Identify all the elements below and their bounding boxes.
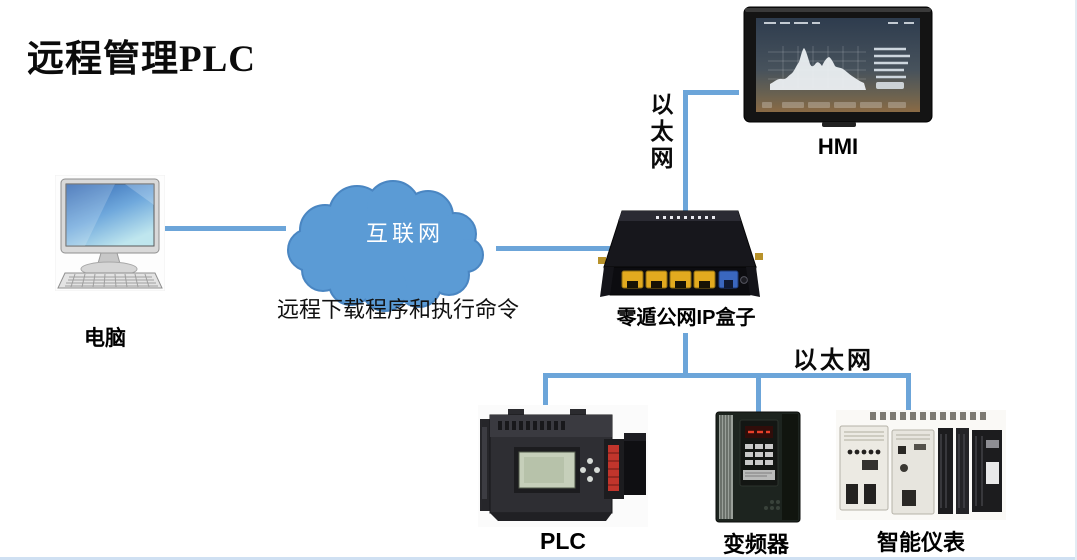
link-bus-plc bbox=[543, 373, 548, 413]
cloud-icon bbox=[287, 180, 484, 312]
link-gateway-hmi-horizontal bbox=[683, 90, 739, 95]
plc-device-icon bbox=[478, 405, 648, 527]
plc-label: PLC bbox=[540, 528, 586, 554]
inverter-label: 变频器 bbox=[722, 532, 789, 557]
computer-icon bbox=[55, 175, 165, 291]
internet-cloud: 互联网 bbox=[283, 176, 498, 314]
computer-label: 电脑 bbox=[84, 327, 126, 350]
link-gateway-hmi-vertical bbox=[683, 90, 688, 212]
ethernet-label-bottom: 以太网 bbox=[793, 348, 874, 374]
hmi-label: HMI bbox=[817, 134, 859, 159]
wan-caption: 远程下载程序和执行命令 bbox=[277, 297, 520, 322]
right-edge-line bbox=[1075, 0, 1077, 560]
ethernet-bus-line bbox=[543, 373, 911, 378]
link-bus-smart-meter bbox=[906, 373, 911, 421]
link-bus-inverter bbox=[756, 373, 761, 417]
hmi-panel-icon bbox=[743, 6, 933, 127]
link-gateway-bus bbox=[683, 333, 688, 377]
gateway-label: 零遁公网IP盒子 bbox=[616, 307, 756, 329]
link-cloud-gateway bbox=[496, 246, 610, 251]
page-title: 远程管理PLC bbox=[27, 39, 256, 80]
smart-meter-label: 智能仪表 bbox=[876, 530, 965, 555]
bottom-edge-line bbox=[0, 557, 1077, 560]
cloud-label: 互联网 bbox=[365, 221, 445, 246]
gateway-router-icon bbox=[598, 210, 763, 297]
smart-meter-icon bbox=[836, 410, 1006, 520]
inverter-device-icon bbox=[715, 411, 801, 523]
link-computer-cloud bbox=[162, 226, 286, 231]
ethernet-label-top: 以太网 bbox=[647, 92, 672, 173]
